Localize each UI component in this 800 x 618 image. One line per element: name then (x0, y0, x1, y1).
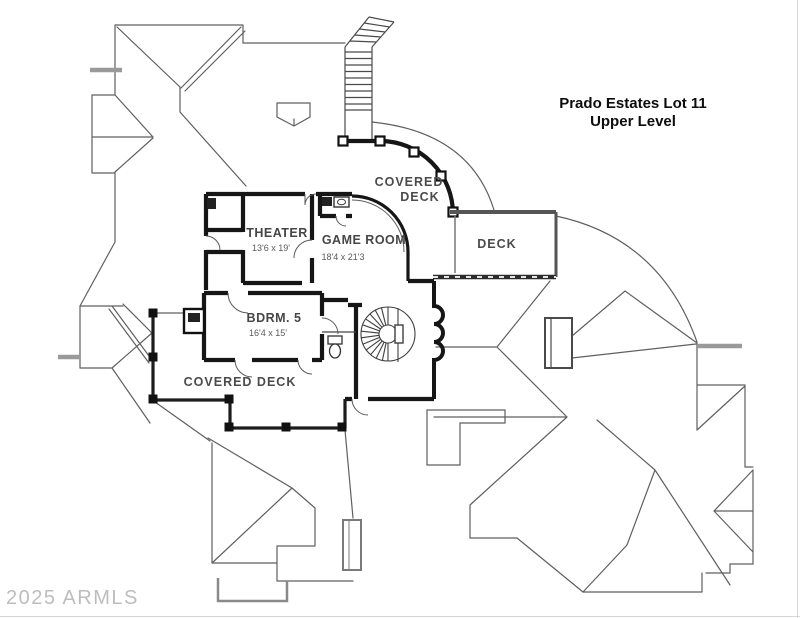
stair-treads (345, 51, 372, 111)
lower-covered-deck (148, 308, 347, 432)
roof-bottom-middle (207, 429, 354, 582)
wall-gameroom-curve-inner (351, 199, 405, 253)
stair-upper-flight (344, 16, 395, 48)
wall-gameroom-curve (351, 194, 410, 281)
side-deck-label: DECK (477, 237, 516, 251)
wall-stairhall-left (348, 302, 362, 399)
roof-vents (58, 67, 742, 360)
roof-left-wing (79, 303, 211, 442)
vestibule-fixture-dark (322, 197, 332, 206)
spiral-staircase (360, 306, 416, 362)
spiral-inner (378, 324, 398, 344)
upper-covered-deck-label-line2: DECK (400, 190, 439, 204)
closet-fixture (207, 198, 216, 209)
roof-curve-right (555, 215, 698, 343)
wall-gameroom-bottom (322, 278, 434, 303)
room-dims-bedroom-5: 16'4 x 15' (249, 328, 287, 338)
room-dims-theater: 13'6 x 19' (252, 243, 290, 253)
room-label-game-room: GAME ROOM (322, 233, 406, 247)
roof-top-left (79, 24, 346, 307)
wall-east-scalloped (432, 281, 445, 399)
exterior-staircase (344, 16, 395, 140)
chimneys (342, 317, 573, 571)
stair-rails (344, 47, 373, 140)
room-dims-game-room: 18'4 x 21'3 (322, 252, 365, 262)
door-swings (205, 193, 369, 416)
lower-deck-posts (148, 308, 347, 432)
roof-bay-detail (276, 102, 311, 127)
fireplace-box (188, 313, 200, 322)
room-label-bedroom-5: BDRM. 5 (247, 311, 302, 325)
lower-covered-deck-label: COVERED DECK (184, 375, 297, 389)
roof-right-hip (433, 280, 703, 593)
fixtures (182, 196, 350, 359)
roof-gutter-bottom-left (216, 578, 289, 603)
upper-covered-deck-label-line1: COVERED (375, 175, 444, 189)
roof-outline-lines (79, 24, 754, 593)
toilet-tank (327, 335, 343, 345)
vestibule-sink (333, 196, 350, 208)
plan-title-line2: Upper Level (590, 113, 676, 130)
spiral-newel (394, 324, 404, 344)
wall-closets (206, 194, 246, 283)
plan-title-line1: Prado Estates Lot 11 (559, 95, 707, 112)
spiral-treads (361, 307, 389, 361)
roof-far-right (571, 290, 754, 593)
page-edge-bottom (0, 616, 800, 617)
chimney-right (544, 317, 573, 369)
interior-walls (201, 191, 434, 402)
wall-vestibule (317, 194, 352, 219)
toilet-bowl (328, 343, 342, 359)
room-label-theater: THEATER (246, 226, 308, 240)
vestibule-sink-bowl (337, 198, 346, 206)
deck-arc-wall (343, 138, 456, 215)
roof-curve-upper (371, 121, 495, 211)
side-deck (433, 210, 558, 280)
chimney-bottom (342, 519, 362, 571)
page-edge-right (797, 0, 798, 618)
roof-step-block (426, 409, 506, 466)
armls-watermark: 2025 ARMLS (6, 587, 139, 609)
